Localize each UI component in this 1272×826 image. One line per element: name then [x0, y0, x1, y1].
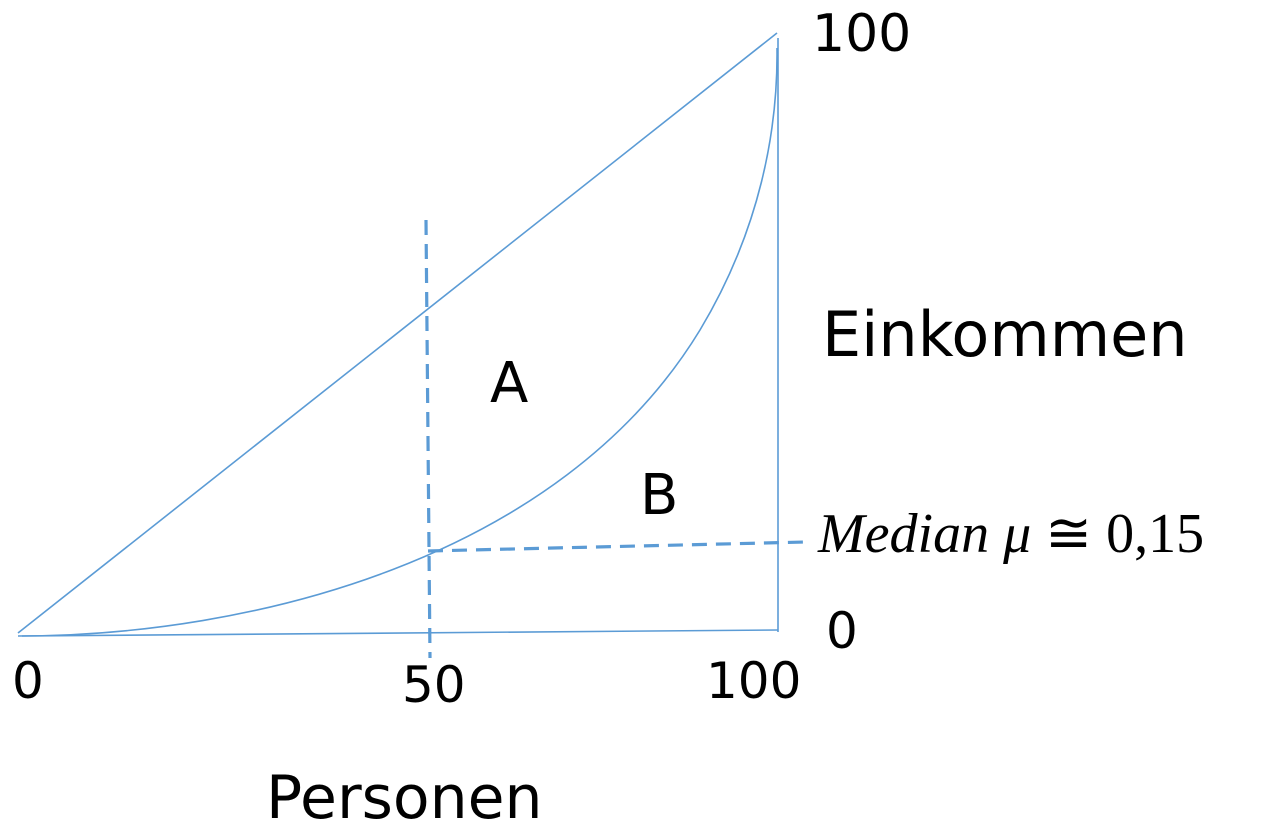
x-axis-start-label: 0 — [12, 652, 44, 710]
y-axis-title: Einkommen — [822, 298, 1188, 371]
median-annotation: Median μ ≅ 0,15 — [818, 506, 1204, 562]
lorenz-curve — [17, 47, 778, 637]
median-dashed-line — [427, 540, 807, 553]
x-axis-end-label: 100 — [706, 652, 802, 710]
y-axis-top-label: 100 — [812, 4, 912, 64]
median-relation: ≅ — [1045, 503, 1093, 565]
bottom-axis-line — [21, 629, 779, 637]
x-axis-mid-label: 50 — [402, 656, 466, 714]
y-axis-bottom-label: 0 — [826, 602, 858, 660]
median-value: 0,15 — [1106, 503, 1205, 565]
region-a-label: A — [490, 351, 529, 416]
median-symbol: μ — [1003, 503, 1032, 565]
x-axis-title: Personen — [266, 763, 543, 826]
equality-line — [17, 32, 778, 634]
fifty-percent-dashed-line — [424, 219, 432, 659]
median-word: Median — [818, 503, 990, 565]
region-b-label: B — [640, 463, 679, 528]
